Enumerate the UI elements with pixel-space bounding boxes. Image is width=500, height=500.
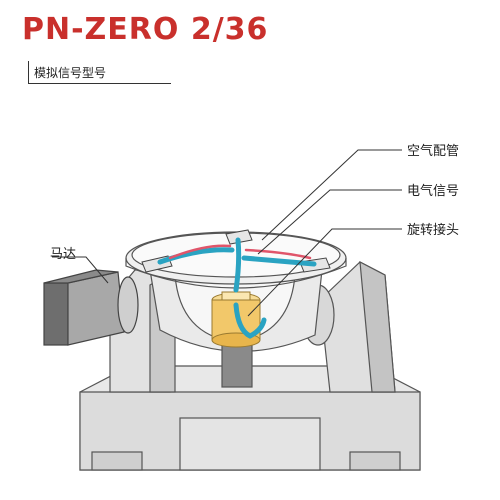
- callout-air-piping: 空气配管: [407, 144, 460, 159]
- page-title: PN-ZERO 2/36: [22, 12, 269, 47]
- subtitle: 模拟信号型号: [34, 66, 107, 80]
- motor: [43, 269, 139, 346]
- subtitle-frame: [28, 61, 171, 84]
- callout-electrical-signal: 电气信号: [407, 184, 460, 199]
- callout-rotary-joint: 旋转接头: [407, 223, 460, 238]
- callout-motor: 马达: [50, 247, 77, 262]
- leader-lines: [52, 149, 402, 317]
- air-piping-line: [157, 237, 317, 339]
